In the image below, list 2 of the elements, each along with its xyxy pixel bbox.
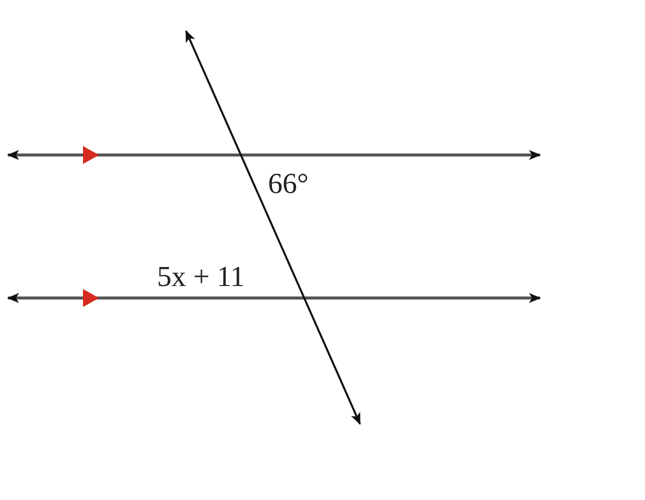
angle-label: 66° xyxy=(268,170,309,199)
angle-label: 5x + 11 xyxy=(157,263,245,292)
